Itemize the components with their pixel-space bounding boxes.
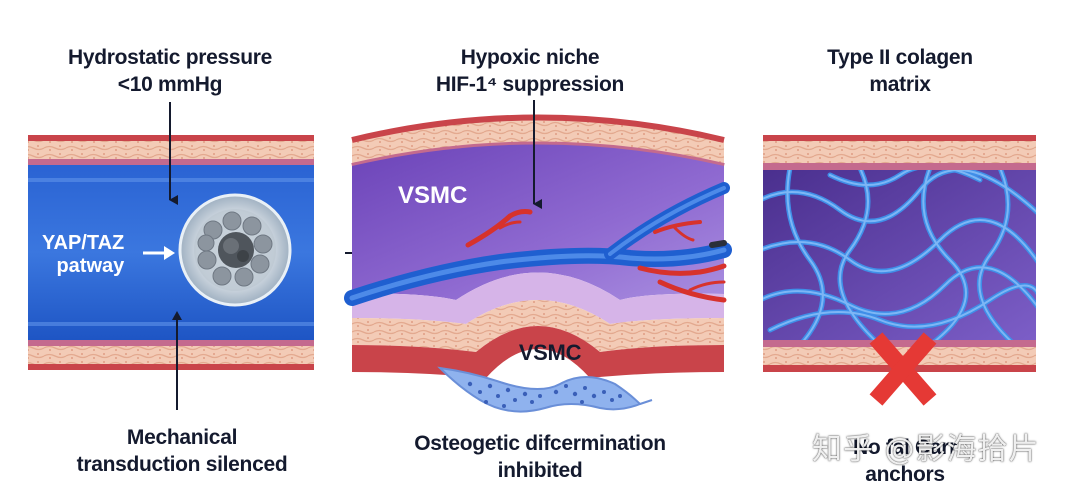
mechanical-text: Mechanical (126, 426, 238, 449)
right-bottom-label: No fal Carr anchors (790, 434, 1020, 488)
left-bottom-label: Mechanical transduction silenced (52, 424, 312, 478)
inhibited-text: inhibited (497, 459, 583, 482)
red-capillaries (465, 209, 727, 303)
red-cross-icon (869, 332, 937, 406)
right-top-label: Type II colagen matrix (780, 44, 1020, 98)
collagen-fibers-light (763, 170, 1036, 340)
middle-bottom-label: Osteogetic difcermination inhibited (390, 430, 690, 484)
left-top-label: Hydrostatic pressure <10 mmHg (40, 44, 300, 98)
middle-lower-vsmc-label: VSMC (518, 340, 582, 365)
hypoxic-niche-text: Hypoxic niche (460, 46, 600, 69)
transduction-arrow (172, 311, 182, 410)
anchors-text: anchors (865, 463, 945, 486)
vsmc-spindle-cell (437, 366, 653, 413)
middle-top-label: Hypoxic niche HIF-1⁴ suppression (400, 44, 660, 98)
transduction-silenced-text: transduction silenced (76, 453, 288, 476)
pathway-text: patway (56, 255, 125, 277)
hydrostatic-pressure-text: Hydrostatic pressure (67, 46, 273, 69)
watermark: 知乎 @影海拾片 (812, 432, 1040, 467)
pressure-value-text: <10 mmHg (117, 73, 223, 96)
focal-anchors-text: No fal Carr (852, 436, 958, 459)
hif-suppression-text: HIF-1⁴ suppression (435, 73, 625, 96)
middle-vsmc-label: VSMC (398, 182, 468, 209)
type-ii-collagen-text: Type II colagen (827, 46, 973, 69)
yap-taz-arrow (143, 246, 175, 260)
matrix-text: matrix (869, 73, 931, 96)
blue-vessel-branch (344, 182, 732, 306)
osteogenic-text: Osteogetic difcermination (414, 432, 666, 455)
yap-taz-text: YAP/TAZ (42, 232, 125, 254)
stem-cell (178, 193, 292, 307)
left-inner-label: YAP/TAZ patway (42, 232, 124, 278)
